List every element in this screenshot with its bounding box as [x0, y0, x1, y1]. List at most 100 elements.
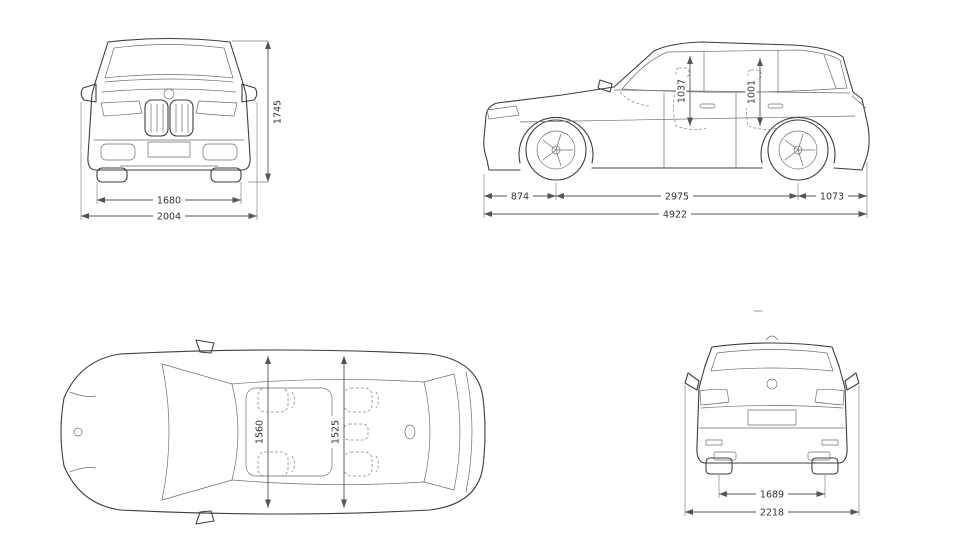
front-kidney-grille-left [144, 99, 169, 137]
front-right-mirror [241, 83, 258, 103]
side-front-door-handle [699, 103, 716, 109]
top-rear-headrest-left [375, 391, 379, 409]
rear-left-reflector [705, 439, 723, 446]
rear-right-tire [811, 457, 839, 475]
front-grille-slats [150, 103, 189, 133]
top-front-seat-left [257, 387, 289, 413]
top-roof-edges [231, 379, 425, 485]
front-license-plate [147, 141, 191, 158]
side-rear-tire [767, 119, 829, 181]
top-windshield-base [161, 363, 170, 501]
front-body-outline [87, 37, 251, 171]
front-right-tire [210, 167, 242, 183]
side-mirror [597, 79, 613, 93]
dim-label-rear-width: 2218 [760, 508, 784, 519]
side-dashboard [619, 91, 651, 107]
side-front-spokes [542, 133, 574, 167]
side-view: 1037 1001 874 2975 1073 4922 [483, 41, 870, 221]
rear-antenna-fin [765, 335, 779, 341]
side-front-seat [673, 79, 707, 130]
side-beltline [613, 89, 851, 94]
top-rear-roof-edge [423, 381, 431, 483]
dim-front-height: 1745 [232, 40, 284, 183]
side-front-wheel-arch [518, 116, 594, 164]
top-body-outline [60, 349, 486, 515]
side-front-rim [536, 130, 576, 170]
rear-roundel-badge [766, 378, 778, 390]
dim-side-rear-headroom: 1001 [745, 58, 763, 126]
top-left-mirror [195, 339, 215, 354]
rear-tailgate-seam [700, 405, 844, 409]
top-rear-seat-left [343, 387, 373, 413]
side-glasshouse [621, 49, 848, 93]
dim-side-front-headroom: 1037 [675, 56, 693, 126]
front-left-headlight [100, 100, 143, 117]
dim-front-width: 2004 [80, 102, 258, 223]
top-rear-headrest-right [375, 455, 379, 473]
top-hood-badge [73, 427, 83, 437]
rear-left-tire [705, 457, 733, 475]
front-view: 1745 1680 2004 [80, 37, 284, 223]
side-rear-door-handle [767, 103, 784, 109]
dim-rear-track: 1689 [718, 475, 826, 501]
dim-side-lengths: 874 2975 1073 4922 [483, 162, 868, 221]
top-tailgate-edge [465, 371, 473, 493]
dim-label-overall-length: 4922 [663, 210, 687, 221]
top-rear-seat-right [343, 451, 373, 477]
dim-front-track: 1680 [96, 182, 242, 207]
rear-license-plate [747, 409, 797, 426]
dim-label-rear-track: 1689 [760, 490, 784, 501]
dim-rear-width: 2218 [684, 385, 860, 519]
top-rear-seat-center [343, 423, 369, 441]
rear-view: 1689 2218 [684, 310, 860, 519]
top-d-pillars [423, 373, 455, 491]
rear-window [710, 349, 834, 372]
top-headlight-lines [69, 391, 97, 473]
side-headlight [486, 105, 520, 120]
rear-right-exhaust [807, 451, 831, 461]
dim-label-front-headroom: 1037 [677, 79, 688, 103]
rear-right-reflector [821, 439, 839, 446]
side-rear-rim [778, 130, 818, 170]
front-kidney-grille-right [169, 99, 194, 137]
top-front-headrest-right [291, 455, 295, 473]
front-right-air-intake [202, 143, 238, 161]
front-right-headlight [195, 100, 238, 117]
rear-right-taillight [814, 388, 845, 406]
top-right-mirror [195, 510, 215, 525]
front-hood-crease [101, 88, 237, 93]
rear-left-mirror [684, 372, 700, 391]
rear-left-taillight [699, 388, 730, 406]
front-hood-line [104, 78, 234, 83]
dim-label-rear-headroom: 1001 [747, 80, 758, 104]
top-view: 1560 1525 [60, 339, 486, 525]
front-roundel-badge [163, 88, 175, 100]
front-left-air-intake [100, 143, 136, 161]
front-left-tire [96, 167, 128, 183]
top-rear-window [453, 373, 461, 491]
front-left-mirror [80, 83, 97, 103]
top-a-pillars [161, 363, 233, 501]
side-body-outline [483, 41, 870, 171]
side-rear-seat [746, 81, 779, 130]
side-rear-spokes [784, 133, 816, 167]
side-front-tire [525, 119, 587, 181]
top-front-seat-right [257, 451, 289, 477]
dim-top-front-width: 1560 [253, 356, 271, 508]
dim-label-wheelbase: 2975 [665, 192, 689, 203]
top-antenna-fin [404, 424, 416, 440]
dim-label-front-track: 1680 [157, 196, 181, 207]
dim-label-front-overhang: 874 [511, 192, 529, 203]
top-windshield-top [231, 383, 239, 481]
dim-label-rear-overhang: 1073 [820, 192, 844, 203]
dim-label-front-height: 1745 [273, 100, 284, 124]
dim-label-top-rear-width: 1525 [331, 420, 342, 444]
front-windshield [104, 44, 234, 79]
top-front-headrest-left [291, 391, 295, 409]
rear-left-exhaust [713, 451, 737, 461]
side-quarter-window-divider [823, 54, 837, 89]
dim-label-top-front-width: 1560 [255, 420, 266, 444]
side-sill-lines [488, 167, 863, 171]
